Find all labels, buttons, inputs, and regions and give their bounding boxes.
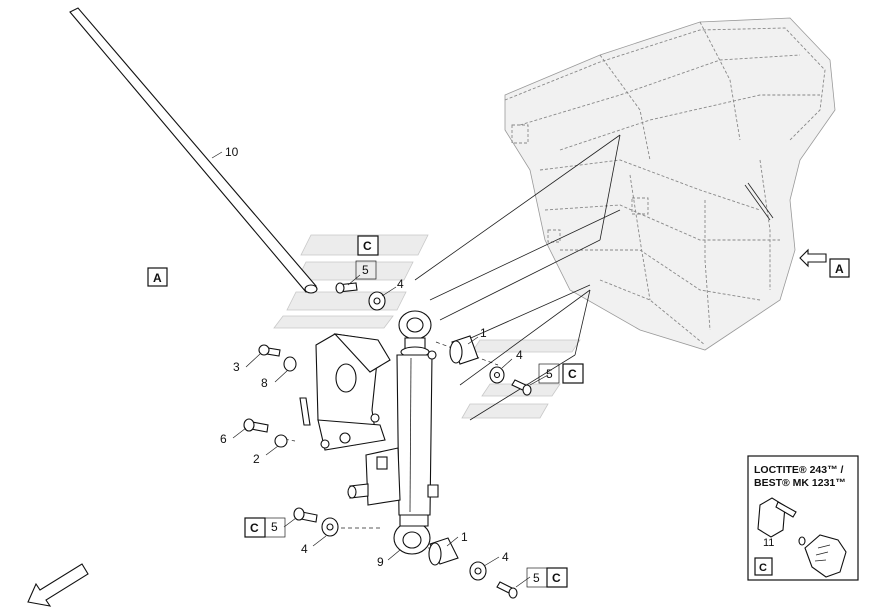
svg-text:C: C	[250, 521, 259, 535]
callout-4-bottom-left: 4	[301, 542, 308, 556]
loctite-item-number: 11	[763, 537, 774, 549]
callout-8: 8	[261, 376, 268, 390]
loctite-line-2: BEST® MK 1231™	[754, 477, 846, 489]
hydraulic-cylinder	[393, 310, 439, 555]
ref-c-bottom: C	[546, 567, 568, 588]
callout-6: 6	[220, 432, 227, 446]
loctite-ref-c: C	[759, 562, 767, 574]
callout-4-bottom: 4	[502, 550, 509, 564]
callout-1-top: 1	[480, 326, 487, 340]
svg-text:C: C	[363, 239, 372, 253]
ref-c-top: C	[357, 235, 379, 256]
loctite-line-1: LOCTITE® 243™ /	[754, 464, 844, 476]
view-a-arrow-right	[799, 248, 827, 268]
callout-2: 2	[253, 452, 260, 466]
svg-text:C: C	[568, 367, 577, 381]
svg-text:A: A	[835, 262, 844, 276]
svg-text:C: C	[552, 571, 561, 585]
callout-5-bottom: 5	[533, 571, 540, 585]
ref-c-right: C	[562, 363, 584, 384]
pin-item-1-bottom	[428, 537, 459, 566]
callout-5-top: 5	[362, 263, 369, 277]
pin-item-1-top	[449, 335, 479, 365]
callout-10: 10	[225, 145, 239, 159]
loctite-bottle-icon	[757, 497, 806, 546]
svg-text:A: A	[153, 271, 162, 285]
rod-item-10	[69, 7, 318, 294]
callout-1-bottom: 1	[461, 530, 468, 544]
cab-assembly-ghost	[504, 17, 836, 351]
callout-4-right: 4	[516, 348, 523, 362]
direction-arrow-icon	[27, 563, 89, 607]
callout-3: 3	[233, 360, 240, 374]
loctite-panel: LOCTITE® 243™ / BEST® MK 1231™ 11 C	[747, 455, 859, 581]
view-ref-a-left: A	[147, 267, 168, 287]
callout-9: 9	[377, 555, 384, 569]
callout-5-bottom-left: 5	[271, 520, 278, 534]
hand-icon	[804, 534, 847, 578]
callout-4-top: 4	[397, 277, 404, 291]
callout-5-right: 5	[546, 367, 553, 381]
view-ref-a-right: A	[829, 258, 850, 278]
valve-bracket	[277, 333, 499, 549]
bolts-and-washers	[243, 282, 532, 599]
callout-numbers: 10 5 4 1 4 5 3 8 6 2 5 4 9 1 4 5	[220, 145, 553, 585]
ref-c-bottom-left: C	[244, 517, 266, 538]
